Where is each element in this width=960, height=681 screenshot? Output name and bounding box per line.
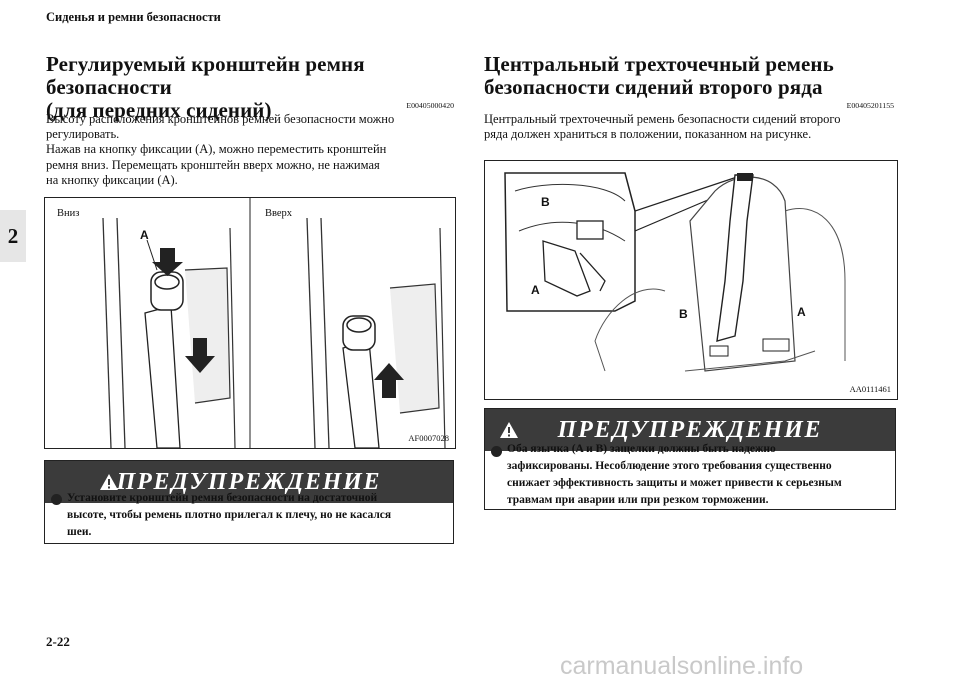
figure-code: AA0111461 — [849, 384, 891, 394]
left-section-title: Регулируемый кронштейн ремня безопасност… — [46, 53, 454, 122]
watermark: carmanualsonline.info — [560, 652, 804, 680]
callout-b-seat: B — [679, 307, 688, 321]
right-title-line1: Центральный трехточечный ремень — [484, 52, 834, 76]
anchor-illustration — [102, 198, 446, 448]
warning-triangle-icon — [100, 474, 118, 490]
left-title-line2: (для передних сидений) — [46, 98, 272, 122]
callout-b-inset: B — [541, 195, 550, 209]
right-warning-text: Оба язычка (A и B) защелки должны быть н… — [507, 441, 893, 509]
left-body-text: Высоту расположения кронштейнов ремней б… — [46, 112, 456, 188]
warning-line: Установите кронштейн ремня безопасности … — [67, 492, 378, 504]
warning-header: ПРЕДУПРЕЖДЕНИЕ — [45, 461, 453, 503]
callout-a: A — [140, 228, 149, 242]
chapter-tab: 2 — [0, 210, 26, 262]
warning-line: снижает эффективность защиты и может при… — [507, 477, 842, 489]
left-body-line: Нажав на кнопку фиксации (A), можно пере… — [46, 142, 387, 157]
left-warning-box: ПРЕДУПРЕЖДЕНИЕ Установите кронштейн ремн… — [44, 460, 454, 544]
left-body-line: регулировать. — [46, 127, 120, 142]
running-header: Сиденья и ремни безопасности — [46, 10, 221, 24]
left-title-line1: Регулируемый кронштейн ремня безопасност… — [46, 52, 365, 99]
warning-line: шеи. — [67, 526, 92, 538]
rear-seat-belt-figure: B A B A AA0111461 — [484, 160, 898, 400]
warning-header: ПРЕДУПРЕЖДЕНИЕ — [485, 409, 895, 451]
warning-triangle-icon — [500, 422, 518, 438]
right-warning-box: ПРЕДУПРЕЖДЕНИЕ Оба язычка (A и B) защелк… — [484, 408, 896, 510]
warning-line: зафиксированы. Несоблюдение этого требов… — [507, 460, 832, 472]
right-body-text: Центральный трехточечный ремень безопасн… — [484, 112, 896, 142]
page-number: 2-22 — [46, 634, 70, 649]
seatbelt-anchor-figure: Вниз Вверх A AF0007028 — [44, 197, 456, 449]
right-section-code: E00405201155 — [846, 101, 894, 110]
left-section-code: E00405000420 — [406, 101, 454, 110]
warning-title: ПРЕДУПРЕЖДЕНИЕ — [557, 416, 823, 443]
callout-a-inset: A — [531, 283, 540, 297]
right-title-line2: безопасности сидений второго ряда — [484, 75, 823, 99]
right-body-line: Центральный трехточечный ремень безопасн… — [484, 112, 841, 126]
left-warning-text: Установите кронштейн ремня безопасности … — [67, 490, 453, 541]
label-up: Вверх — [265, 208, 293, 219]
left-body-line: Высоту расположения кронштейнов ремней б… — [46, 112, 395, 126]
warning-line: высоте, чтобы ремень плотно прилегал к п… — [67, 509, 392, 521]
rear-seat-illustration — [504, 172, 846, 372]
left-body-line: на кнопку фиксации (A). — [46, 172, 178, 187]
left-body-line: ремня вниз. Перемещать кронштейн вверх м… — [46, 157, 380, 172]
label-down: Вниз — [57, 208, 80, 219]
figure-code: AF0007028 — [408, 433, 449, 443]
warning-line: Оба язычка (A и B) защелки должны быть н… — [507, 443, 776, 455]
right-body-line: ряда должен храниться в положении, показ… — [484, 127, 812, 142]
warning-line: травмам при аварии или при резком тормож… — [507, 494, 769, 506]
bullet-icon — [491, 446, 502, 457]
right-section-title: Центральный трехточечный ремень безопасн… — [484, 53, 896, 99]
warning-title: ПРЕДУПРЕЖДЕНИЕ — [116, 468, 382, 495]
bullet-icon — [51, 494, 62, 505]
callout-a-seat: A — [797, 305, 806, 319]
